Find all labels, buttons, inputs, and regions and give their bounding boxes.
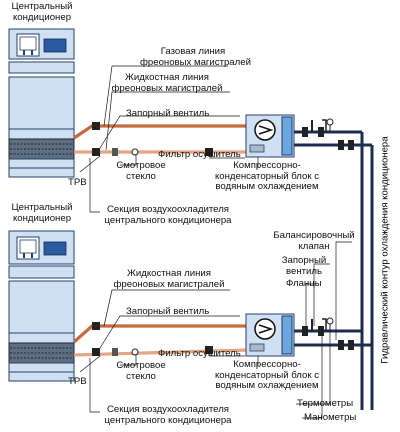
hydraulic-circuit [294, 130, 374, 410]
air-conditioner-unit-top [8, 28, 75, 178]
hydraulic-circuit-label: Гидравлический контур охлаждения кондици… [379, 136, 391, 364]
condenser-icon [281, 116, 293, 156]
flanges-label: Фланцы [286, 278, 322, 289]
air-conditioner-unit-bottom [8, 230, 75, 382]
manometer-icon [326, 317, 334, 325]
compressor-condenser-block-bottom [245, 313, 295, 357]
water-fittings-bottom [302, 317, 354, 350]
refrigerant-pipes-top [73, 122, 248, 156]
manometers-label: Манометры [304, 412, 357, 423]
manometer-icon [326, 118, 334, 126]
shutoff-valve-label-bottom: Запорный вентиль [126, 306, 210, 317]
trv-label-bottom: ТРВ [68, 376, 87, 387]
condenser-icon [281, 315, 293, 355]
fan-motor-icon [43, 38, 67, 53]
trv-label-top: ТРВ [68, 177, 87, 188]
refrigerant-pipes-bottom [72, 322, 249, 357]
fan-motor-icon [43, 241, 67, 256]
shutoff-valve-label-top: Запорный вентиль [126, 108, 210, 119]
compressor-condenser-block-top [245, 114, 295, 158]
thermometers-label: Термометры [297, 398, 354, 409]
leader-lines-top [79, 65, 259, 213]
filter-dryer-label-bottom: Фильтр осушитель [158, 348, 241, 359]
compressor-icon [254, 119, 276, 141]
leader-lines-bottom [79, 241, 352, 419]
compressor-icon [254, 318, 276, 340]
filter-dryer-label-top: Фильтр осушитель [158, 149, 241, 160]
water-fittings-top [302, 118, 354, 150]
